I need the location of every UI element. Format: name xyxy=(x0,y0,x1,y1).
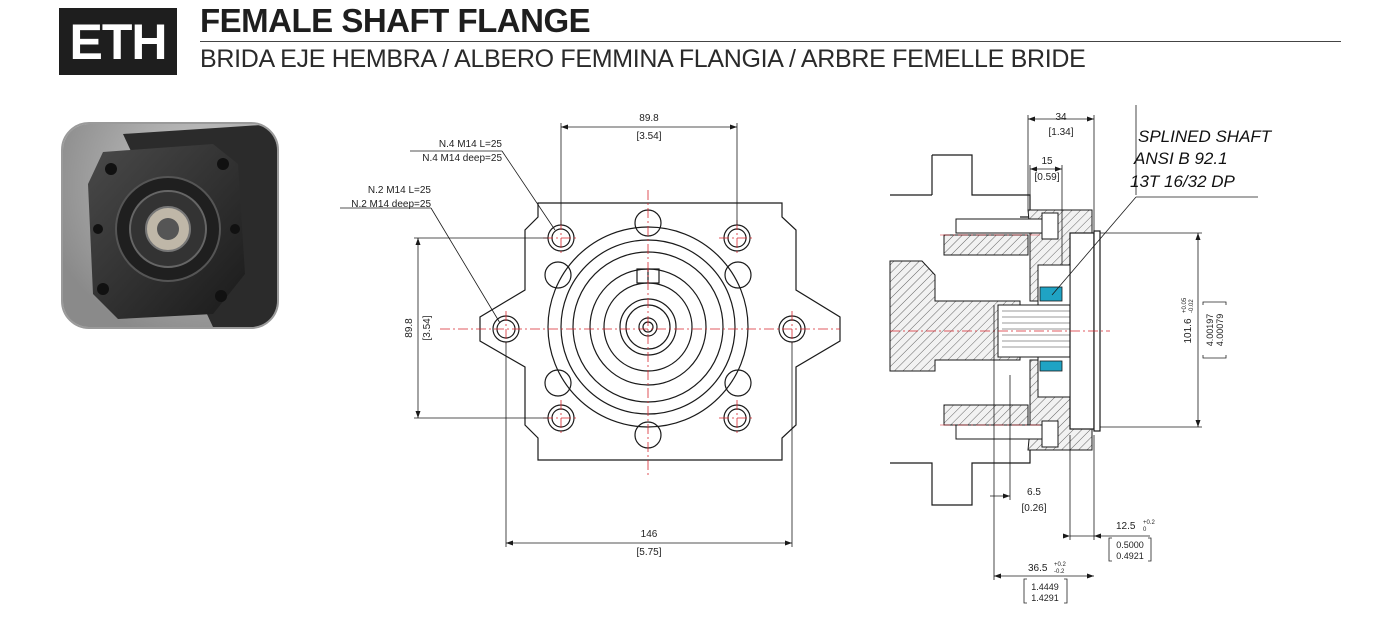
dim-12-5: 12.5 xyxy=(1116,521,1136,532)
dim-12-5-tol-lo: 0 xyxy=(1143,527,1147,533)
dim-12-5-in-b: 0.4921 xyxy=(1116,551,1144,561)
dim-top-width: 89.8 xyxy=(639,113,659,124)
dim-101-6-tol-up: +0.05 xyxy=(1182,297,1188,313)
title-divider xyxy=(200,41,1341,42)
dim-12-5-in-a: 0.5000 xyxy=(1116,540,1144,550)
dim-12-5-tol-up: +0.2 xyxy=(1143,520,1156,526)
spline-label-2: ANSI B 92.1 xyxy=(1133,149,1228,168)
page-title: FEMALE SHAFT FLANGE xyxy=(200,2,591,39)
dim-6-5-in: [0.26] xyxy=(1021,503,1046,514)
seal-lower xyxy=(1039,360,1063,372)
dim-15-in: [0.59] xyxy=(1034,172,1059,183)
dim-bottom-width: 146 xyxy=(641,529,658,540)
holes-2-label-2: N.2 M14 deep=25 xyxy=(351,199,431,210)
spline-label-1: SPLINED SHAFT xyxy=(1138,127,1273,146)
dim-6-5: 6.5 xyxy=(1027,487,1041,498)
dim-101-6-in-b: 4.00079 xyxy=(1215,314,1225,347)
dim-34-in: [1.34] xyxy=(1048,127,1073,138)
dim-top-width-in: [3.54] xyxy=(636,131,661,142)
dim-left-height: 89.8 xyxy=(404,318,415,338)
section-view-drawing: SPLINED SHAFT ANSI B 92.1 13T 16/32 DP 3… xyxy=(889,105,1273,604)
dim-36-5-tol-lo: -0.2 xyxy=(1054,569,1065,575)
dim-left-height-in: [3.54] xyxy=(422,315,433,340)
flange-render-image xyxy=(63,124,277,327)
dim-36-5-in-b: 1.4291 xyxy=(1031,593,1059,603)
dim-101-6-in-a: 4.00197 xyxy=(1205,314,1215,347)
flange-outline xyxy=(479,202,841,461)
seal-upper xyxy=(1039,286,1063,302)
holes-4-label-1: N.4 M14 L=25 xyxy=(439,139,503,150)
spline-label-3: 13T 16/32 DP xyxy=(1130,172,1236,191)
dim-36-5: 36.5 xyxy=(1028,563,1048,574)
holes-4-label-2: N.4 M14 deep=25 xyxy=(422,153,502,164)
dim-bottom-width-in: [5.75] xyxy=(636,547,661,558)
dim-101-6: 101.6 xyxy=(1183,318,1194,343)
dim-34: 34 xyxy=(1055,112,1067,123)
holes-2-label-1: N.2 M14 L=25 xyxy=(368,185,432,196)
dim-15: 15 xyxy=(1041,156,1053,167)
page-subtitle: BRIDA EJE HEMBRA / ALBERO FEMMINA FLANGI… xyxy=(200,45,1086,73)
dim-101-6-tol-lo: -0.02 xyxy=(1189,299,1195,313)
dim-36-5-in-a: 1.4449 xyxy=(1031,582,1059,592)
dim-36-5-tol-up: +0.2 xyxy=(1054,562,1067,568)
product-code-badge: ETH xyxy=(59,8,177,75)
product-photo xyxy=(61,122,279,329)
front-view-drawing: 89.8 [3.54] 89.8 [3.54] 146 [5.75] N.4 M… xyxy=(340,113,841,558)
